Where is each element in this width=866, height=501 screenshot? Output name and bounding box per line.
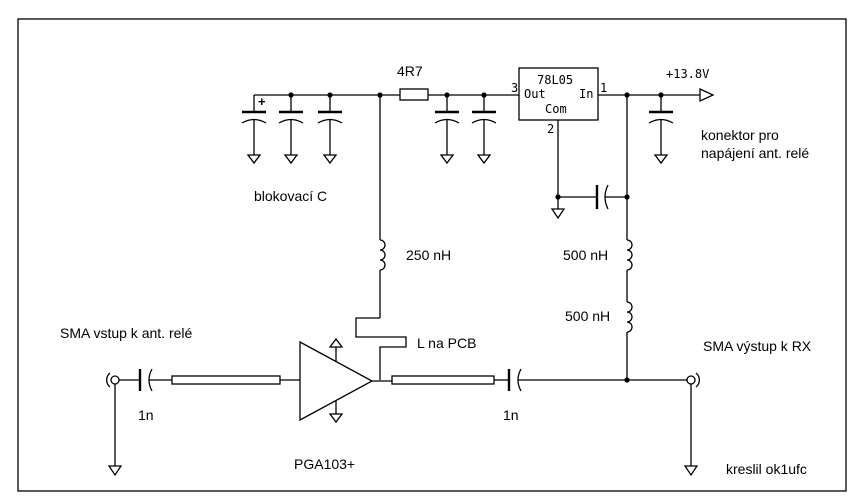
- connector-label: konektor pro: [701, 127, 779, 143]
- drawing-frame: [17, 18, 847, 492]
- junction-dot: [624, 377, 630, 383]
- sma-input-label: SMA vstup k ant. relé: [60, 325, 192, 341]
- sma-output-connector: [686, 372, 700, 388]
- output-capacitor-label: 1n: [503, 407, 519, 423]
- capacitor: [434, 95, 460, 165]
- regulator-name: 78L05: [537, 73, 573, 87]
- pcb-inductor-label: L na PCB: [417, 335, 476, 351]
- inductor-500-label-b: 500 nH: [565, 308, 610, 324]
- regulator-in-label: In: [579, 87, 593, 101]
- amplifier-label: PGA103+: [294, 456, 355, 472]
- capacitor: [278, 95, 304, 165]
- capacitor-polarized: [241, 95, 267, 165]
- resistor: [399, 88, 429, 101]
- polarity-plus: +: [258, 94, 266, 109]
- resistor-label: 4R7: [397, 63, 423, 79]
- supply-arrow-icon: [699, 87, 715, 103]
- sma-input-connector: [106, 372, 120, 388]
- capacitor: [317, 95, 343, 165]
- inductor-500-label-a: 500 nH: [563, 247, 608, 263]
- sma-output-label: SMA výstup k RX: [703, 338, 812, 354]
- connector-label-line2: napájení ant. relé: [701, 145, 809, 161]
- input-capacitor-label: 1n: [138, 407, 154, 423]
- regulator-pin-in: 1: [600, 81, 607, 95]
- regulator-com-label: Com: [545, 102, 567, 116]
- capacitor: [648, 95, 674, 165]
- voltage-regulator: 78L05 Out In Com: [518, 67, 599, 121]
- blocking-caps-label: blokovací C: [254, 188, 327, 204]
- amplifier-triangle: [299, 340, 374, 422]
- ground-symbol: [683, 465, 699, 477]
- transmission-line-input: [171, 375, 281, 385]
- transmission-line-output: [391, 375, 495, 385]
- capacitor: [471, 95, 497, 165]
- supply-voltage-label: +13.8V: [666, 67, 709, 81]
- regulator-pin-com: 2: [547, 122, 554, 136]
- ground-symbol: [550, 208, 566, 220]
- inductor-250-label: 250 nH: [406, 247, 451, 263]
- author-label: kreslil ok1ufc: [726, 461, 807, 477]
- regulator-pin-out: 3: [511, 81, 518, 95]
- ground-symbol: [107, 465, 123, 477]
- inductor-250nh: [379, 239, 386, 271]
- regulator-out-label: Out: [524, 87, 546, 101]
- pcb-inductor: [355, 317, 407, 380]
- inductor-500nh-lower: [626, 301, 633, 333]
- inductor-500nh-upper: [626, 239, 633, 271]
